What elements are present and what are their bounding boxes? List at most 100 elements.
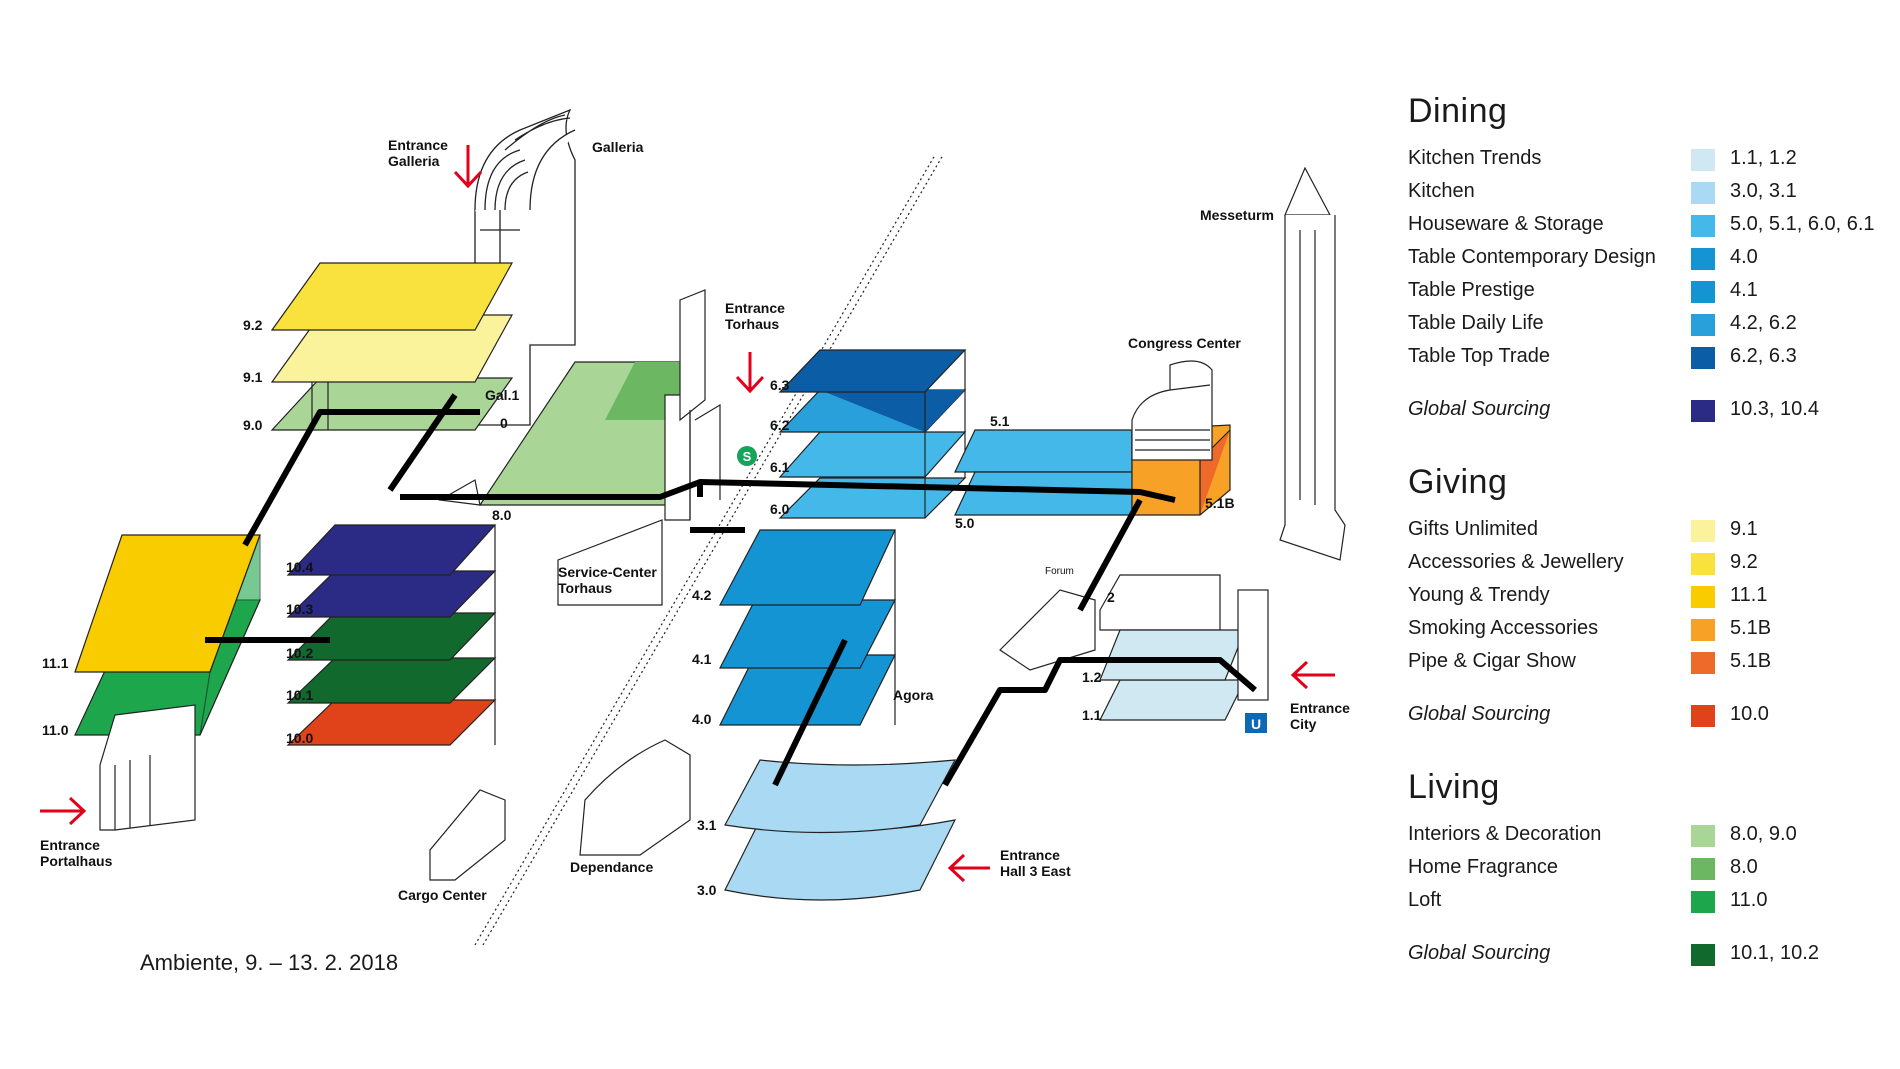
legend-global-sourcing-row: Global Sourcing 10.0 [1408,699,1888,732]
messeturm [1279,166,1346,561]
legend-item-name: Table Daily Life [1408,312,1544,334]
legend-item-name: Global Sourcing [1408,398,1551,420]
legend-item-halls: 10.0 [1730,703,1769,725]
legend-color-swatch [1691,553,1715,575]
label-6-3: 6.3 [770,377,790,393]
label-10-0: 10.0 [286,730,313,746]
legend-item-halls: 4.1 [1730,279,1758,301]
s-bahn-icon: S [737,446,757,466]
walkways [205,393,1257,787]
label-galleria: Galleria [592,139,644,155]
label-6-0: 6.0 [770,501,790,517]
legend-item-halls: 11.0 [1730,889,1768,911]
label-5-1: 5.1 [990,413,1010,429]
legend-item-name: Kitchen [1408,180,1475,202]
label-forum: Forum [1045,566,1074,577]
legend-item-name: Table Top Trade [1408,345,1550,367]
label-1-1: 1.1 [1082,707,1102,723]
hall-10-1 [286,657,497,704]
legend-color-swatch [1691,520,1715,542]
legend-item-name: Kitchen Trends [1408,147,1542,169]
hall-10-stack [286,524,497,746]
legend-color-swatch [1691,586,1715,608]
legend-color-swatch [1691,400,1715,422]
svg-text:S: S [743,449,752,464]
legend-color-swatch [1691,347,1715,369]
legend-color-swatch [1691,619,1715,641]
rail-lines [474,154,944,946]
hall-5 [954,429,1133,516]
hall-9-0 [270,377,514,431]
hall-10-2 [286,612,497,661]
legend-item-halls: 10.1, 10.2 [1730,942,1819,964]
legend-item-halls: 5.0, 5.1, 6.0, 6.1 [1730,213,1875,235]
legend-item-name: Global Sourcing [1408,703,1551,725]
legend-item-halls: 4.2, 6.2 [1730,312,1797,334]
label-9-2: 9.2 [243,317,263,333]
label-5-1b: 5.1B [1205,495,1235,511]
label-dependance: Dependance [570,859,653,875]
legend-item-halls: 5.1B [1730,650,1772,672]
hall-10-3 [286,570,497,618]
label-agora: Agora [893,687,934,703]
arrow-city [1290,660,1335,690]
arrow-portalhaus [40,796,87,826]
legend-item-halls: 8.0 [1730,856,1758,878]
label-4-1: 4.1 [692,651,712,667]
label-cargo-center: Cargo Center [398,887,487,903]
label-3-1: 3.1 [697,817,717,833]
hall-9-1 [270,314,514,383]
hall-11-stack [74,534,261,736]
legend-row: Pipe & Cigar Show 5.1B [1408,646,1888,679]
label-10-2: 10.2 [286,645,313,661]
legend-item-halls: 4.0 [1730,246,1758,268]
cargo-center-building [429,789,506,881]
label-9-1: 9.1 [243,369,263,385]
legend-color-swatch [1691,149,1715,171]
svg-text:U: U [1251,716,1261,732]
legend-row: Home Fragrance 8.0 [1408,852,1888,885]
arrow-hall3east [947,853,990,883]
legend-color-swatch [1691,314,1715,336]
label-gal-1: Gal.1 [485,387,519,403]
legend-row: Table Prestige 4.1 [1408,275,1888,308]
legend-color-swatch [1691,858,1715,880]
legend-item-name: Interiors & Decoration [1408,823,1602,845]
label-6-2: 6.2 [770,417,790,433]
building-labels: Galleria Messeturm Congress Center Agora… [398,139,1274,903]
legend-title: Dining [1408,92,1508,130]
label-4-2: 4.2 [692,587,712,603]
label-messeturm: Messeturm [1200,207,1274,223]
fairground-map: S U 9.2 9.1 9.0 Gal.1 0 8.0 11.1 11.0 10… [40,108,1350,946]
legend-item-halls: 6.2, 6.3 [1730,345,1797,367]
hall-10-4 [286,524,497,576]
label-10-3: 10.3 [286,601,313,617]
legend-item-name: Table Prestige [1408,279,1535,301]
legend-item-halls: 5.1B [1730,617,1772,639]
legend-item-halls: 11.1 [1730,584,1768,606]
hall-4-2 [719,529,896,606]
hall-3-1 [724,759,957,834]
legend-item-name: Home Fragrance [1408,856,1559,878]
legend-item-name: Pipe & Cigar Show [1408,650,1576,672]
event-title: Ambiente, 9. – 13. 2. 2018 [140,950,399,975]
legend-row: Table Daily Life 4.2, 6.2 [1408,308,1888,341]
legend-color-swatch [1691,248,1715,270]
legend-item-name: Gifts Unlimited [1408,518,1539,540]
label-1-2: 1.2 [1082,669,1102,685]
arrow-galleria [453,145,483,189]
label-11-0: 11.0 [42,722,69,738]
